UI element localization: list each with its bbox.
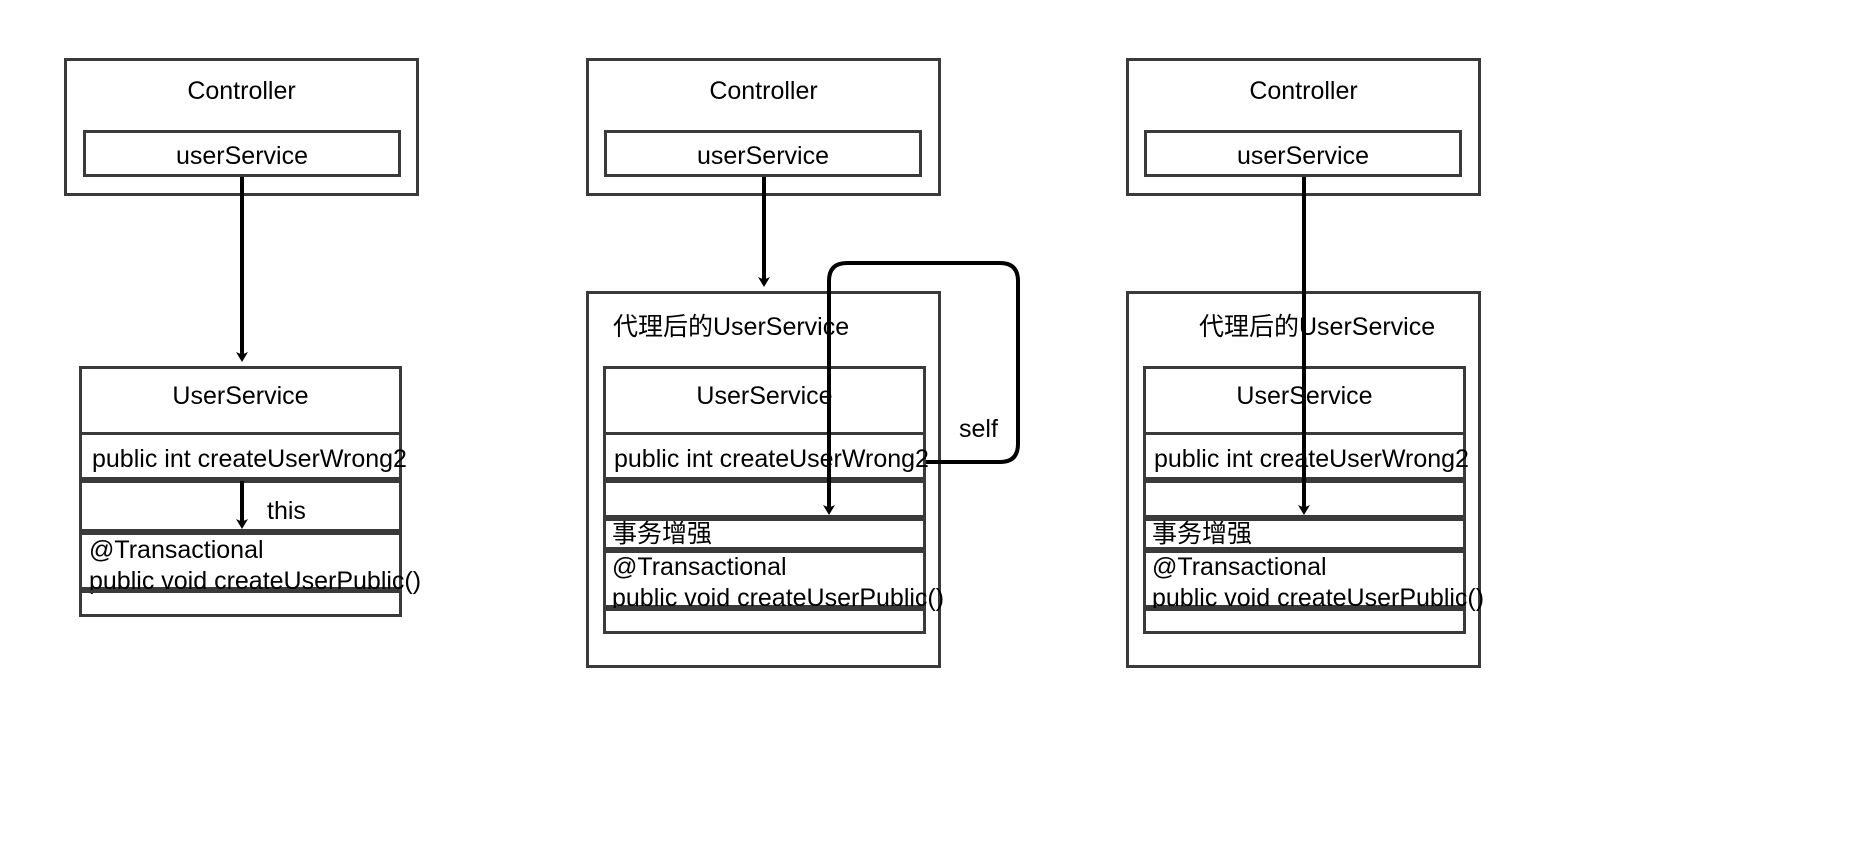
col2-row-transaction-enhance-label: 事务增强 bbox=[612, 520, 713, 548]
col1-row-transactional bbox=[79, 532, 402, 590]
col1-row-transactional-label: @Transactional public void createUserPub… bbox=[89, 536, 422, 595]
col1-controller-title: Controller bbox=[187, 77, 296, 105]
col3-row-transactional-label: @Transactional public void createUserPub… bbox=[1152, 553, 1485, 612]
col2-controller-userservice-label: userService bbox=[697, 142, 829, 170]
col3-row-empty-2 bbox=[1143, 608, 1466, 634]
col2-edge-label-self: self bbox=[959, 415, 998, 443]
col3-proxy-title: 代理后的UserService bbox=[1199, 313, 1436, 341]
col3-controller-userservice-field bbox=[1144, 130, 1462, 177]
col2-row-empty-2 bbox=[603, 608, 926, 634]
col2-proxy-title: 代理后的UserService bbox=[613, 313, 850, 341]
col1-row-empty-1 bbox=[79, 480, 402, 532]
col2-row-create-user-wrong2-label: public int createUserWrong2 bbox=[614, 445, 929, 473]
col2-row-transaction-enhance bbox=[603, 518, 926, 550]
col2-row-transactional bbox=[603, 550, 926, 608]
col2-inner-userservice-title: UserService bbox=[696, 382, 833, 410]
col1-row-empty-2 bbox=[79, 590, 402, 617]
col1-edge-label-this: this bbox=[267, 497, 306, 525]
col3-row-transaction-enhance bbox=[1143, 518, 1466, 550]
col3-row-transaction-enhance-label: 事务增强 bbox=[1152, 520, 1253, 548]
col2-row-empty-1 bbox=[603, 480, 926, 518]
col3-inner-userservice-title: UserService bbox=[1236, 382, 1373, 410]
col2-row-transactional-label: @Transactional public void createUserPub… bbox=[612, 553, 945, 612]
col1-controller-userservice-field bbox=[83, 130, 401, 177]
col3-row-empty-1 bbox=[1143, 480, 1466, 518]
col2-controller-userservice-field bbox=[604, 130, 922, 177]
col3-controller-userservice-label: userService bbox=[1237, 142, 1369, 170]
col3-row-create-user-wrong2-label: public int createUserWrong2 bbox=[1154, 445, 1469, 473]
col1-userservice-title: UserService bbox=[172, 382, 309, 410]
col1-row-create-user-wrong2 bbox=[79, 432, 402, 480]
col2-controller-title: Controller bbox=[709, 77, 818, 105]
col3-controller-title: Controller bbox=[1249, 77, 1358, 105]
col1-row-create-user-wrong2-label: public int createUserWrong2 bbox=[92, 445, 407, 473]
col1-controller-userservice-label: userService bbox=[176, 142, 308, 170]
col3-row-transactional bbox=[1143, 550, 1466, 608]
